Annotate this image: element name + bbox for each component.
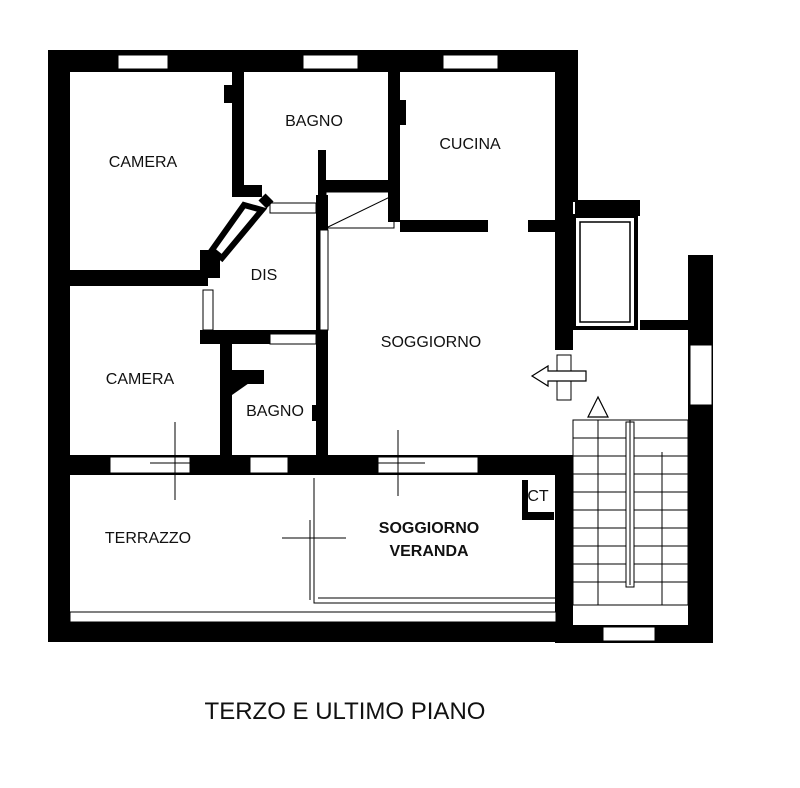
floor-caption: TERZO E ULTIMO PIANO	[205, 698, 486, 725]
windows	[69, 54, 713, 642]
dis-diagonal-walls	[207, 193, 274, 263]
room-label-bagno-bottom: BAGNO	[246, 403, 304, 420]
section-marks	[150, 422, 425, 600]
staircase	[572, 419, 689, 606]
bathroom-door-wedge	[232, 374, 262, 395]
room-label-camera-top: CAMERA	[109, 154, 178, 171]
entrance-arrow-icon	[530, 364, 587, 388]
interior-walls	[48, 72, 690, 520]
room-label-ct: CT	[527, 488, 549, 505]
room-label-soggiorno-veranda-line2: VERANDA	[389, 543, 469, 560]
veranda-outline	[313, 478, 555, 604]
room-label-dis: DIS	[251, 267, 278, 284]
room-label-cucina: CUCINA	[439, 136, 501, 153]
stair-up-arrow-icon	[587, 395, 609, 418]
room-label-soggiorno-veranda-line1: SOGGIORNO	[379, 520, 479, 537]
room-label-terrazzo: TERRAZZO	[105, 530, 191, 547]
room-label-soggiorno: SOGGIORNO	[381, 334, 481, 351]
room-label-bagno-top: BAGNO	[285, 113, 343, 130]
room-label-camera-bottom: CAMERA	[106, 371, 175, 388]
elevator-shaft	[572, 214, 638, 330]
kitchen-step	[325, 191, 395, 229]
